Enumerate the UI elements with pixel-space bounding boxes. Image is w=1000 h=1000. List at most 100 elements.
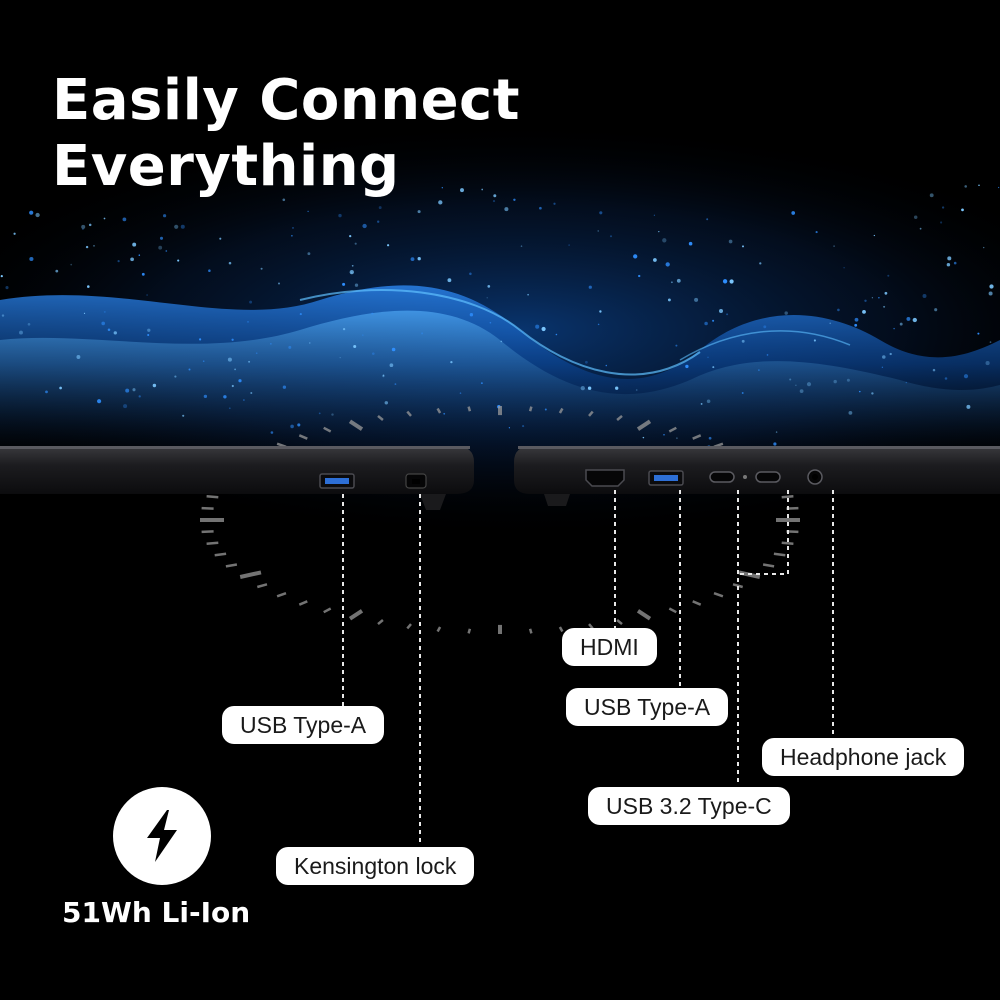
- particle-dot: [234, 368, 236, 371]
- particle-dot: [946, 262, 951, 267]
- particle-dot: [712, 319, 715, 322]
- particle-dot: [707, 356, 709, 359]
- particle-dot: [587, 386, 592, 390]
- particle-dot: [700, 402, 703, 405]
- particle-dot: [55, 269, 59, 273]
- particle-dot: [231, 338, 234, 341]
- particle-dot: [837, 308, 840, 312]
- particle-dot: [789, 378, 792, 381]
- dial-tick: [588, 623, 594, 630]
- particle-dot: [934, 308, 938, 312]
- particle-dot: [881, 366, 884, 368]
- particle-dot: [585, 360, 588, 364]
- particle-dot: [203, 394, 208, 399]
- particle-dot: [247, 321, 249, 323]
- particle-dot: [741, 339, 745, 343]
- particle-dot: [854, 317, 859, 322]
- dial-tick: [616, 414, 623, 421]
- particle-dot: [940, 221, 943, 224]
- dial-tick: [668, 607, 677, 614]
- particle-dot: [941, 206, 945, 209]
- particle-dot: [919, 227, 922, 230]
- particle-dot: [947, 256, 952, 261]
- particle-dot: [983, 246, 985, 249]
- particle-dot: [132, 242, 137, 247]
- particle-dot: [93, 245, 95, 247]
- particle-dot: [708, 436, 712, 440]
- dial-tick: [467, 628, 472, 634]
- particle-dot: [504, 207, 509, 212]
- particle-dot: [394, 383, 397, 385]
- laptop-left-side: [0, 446, 474, 510]
- particle-dot: [349, 234, 352, 238]
- particle-dot: [228, 407, 231, 410]
- label-usb-type-a-right: USB Type-A: [566, 688, 729, 726]
- particle-dot: [260, 267, 263, 270]
- particle-dot: [147, 333, 150, 337]
- particle-dot: [806, 382, 812, 387]
- particle-dot: [555, 333, 558, 336]
- label-usb-3-2-type-c: USB 3.2 Type-C: [588, 787, 790, 825]
- particle-dot: [82, 228, 84, 231]
- particle-dots: [0, 184, 1000, 451]
- dial-tick: [323, 426, 332, 433]
- dial-tick: [732, 583, 744, 589]
- particle-dot: [152, 383, 157, 388]
- particle-dot: [309, 342, 311, 344]
- dial-tick: [636, 609, 652, 621]
- particle-dot: [27, 322, 31, 326]
- particle-dot: [132, 388, 136, 392]
- particle-dot: [228, 261, 232, 265]
- particle-dot: [292, 227, 294, 229]
- particle-dot: [922, 294, 927, 298]
- particle-dot: [59, 386, 62, 390]
- particle-dot: [833, 245, 835, 247]
- dial-tick: [201, 506, 214, 510]
- particle-dot: [726, 313, 729, 316]
- dial-tick: [201, 530, 214, 534]
- particle-dot: [854, 323, 858, 327]
- usb-type-a-port-right: [648, 470, 684, 486]
- particle-dot: [833, 379, 837, 384]
- particle-dot: [387, 244, 390, 247]
- dial-tick: [713, 592, 724, 598]
- particle-dot: [882, 355, 886, 359]
- particle-dot: [318, 412, 321, 415]
- dial-tick: [323, 607, 332, 614]
- particle-dot: [163, 214, 167, 218]
- dial-tick: [214, 552, 227, 557]
- particle-dot: [278, 282, 280, 285]
- particle-dot: [791, 211, 796, 215]
- dial-tick: [692, 600, 702, 606]
- particle-dot: [13, 232, 16, 235]
- particle-dot: [899, 322, 903, 326]
- particle-dot: [288, 345, 292, 349]
- leader-lines: [342, 490, 834, 846]
- particle-dot: [202, 360, 205, 362]
- dial-tick: [528, 628, 533, 634]
- particle-dot: [862, 309, 866, 314]
- particle-dot: [912, 317, 917, 323]
- dial-tick: [588, 410, 594, 417]
- particle-dot: [282, 385, 287, 389]
- particle-dot: [338, 213, 342, 218]
- headline-line-1: Easily Connect: [52, 68, 521, 133]
- particle-dot: [929, 193, 934, 198]
- dial-tick: [781, 541, 794, 545]
- particle-dot: [147, 328, 151, 332]
- particle-dot: [353, 344, 357, 349]
- particle-dot: [508, 427, 511, 429]
- dial-tick: [436, 407, 442, 414]
- particle-dot: [658, 230, 660, 233]
- particle-dot: [377, 220, 380, 223]
- particle-dot: [339, 356, 341, 359]
- particle-dot: [469, 313, 474, 317]
- particle-dot: [188, 368, 191, 371]
- particle-dot: [500, 340, 503, 343]
- particle-dot: [382, 374, 385, 377]
- particle-dot: [513, 198, 516, 202]
- dial-tick: [773, 552, 786, 557]
- dial-tick: [616, 619, 623, 626]
- particle-dot: [766, 354, 769, 356]
